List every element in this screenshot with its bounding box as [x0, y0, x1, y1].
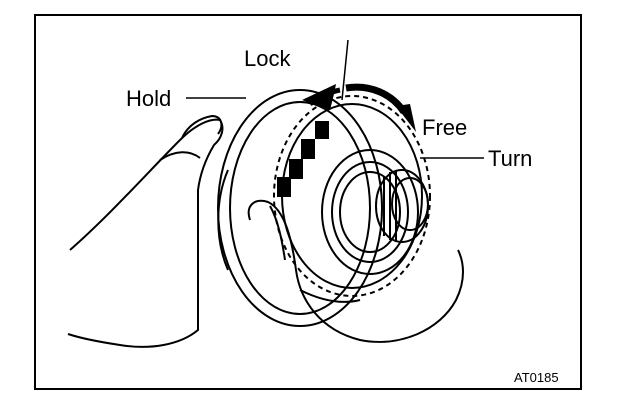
hold-label: Hold [126, 86, 172, 111]
lock-leader [341, 39, 349, 101]
left-hand [67, 118, 224, 348]
gear-ring [273, 95, 431, 297]
free-label: Free [422, 115, 468, 140]
turn-label: Turn [488, 146, 533, 171]
lock-label: Lock [244, 46, 291, 71]
figure-code: AT0185 [514, 370, 559, 385]
clutch-hub [321, 149, 419, 275]
left-thumb [181, 114, 223, 139]
right-hand [247, 200, 464, 343]
figure-frame [34, 14, 582, 390]
